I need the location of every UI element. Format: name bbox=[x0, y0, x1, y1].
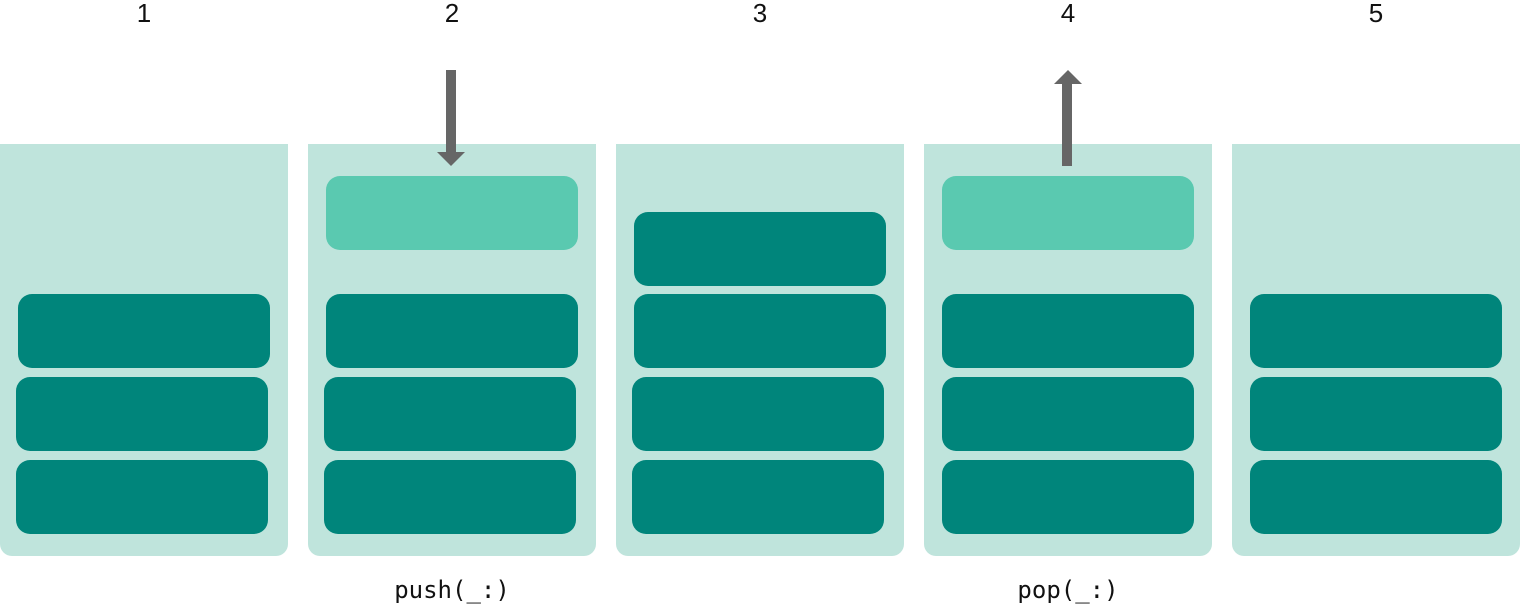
stack-item bbox=[1250, 377, 1502, 451]
stack-item bbox=[634, 212, 886, 286]
stack-item bbox=[634, 294, 886, 368]
step-number-4: 4 bbox=[1060, 0, 1076, 28]
arrow-up-icon bbox=[1054, 70, 1082, 166]
stack-item bbox=[942, 377, 1194, 451]
stack-item bbox=[16, 377, 268, 451]
pop-caption: pop(_:) bbox=[1017, 576, 1119, 604]
popped-item bbox=[942, 176, 1194, 250]
stack-container-5 bbox=[1232, 144, 1520, 556]
stack-container-1 bbox=[0, 144, 288, 556]
stack-item bbox=[632, 460, 884, 534]
stack-item bbox=[16, 460, 268, 534]
stack-container-3 bbox=[616, 144, 904, 556]
stack-container-2 bbox=[308, 144, 596, 556]
step-number-3: 3 bbox=[752, 0, 768, 28]
pushed-item bbox=[326, 176, 578, 250]
push-caption: push(_:) bbox=[394, 576, 510, 604]
stack-item bbox=[632, 377, 884, 451]
stack-item bbox=[324, 377, 576, 451]
stack-item bbox=[1250, 294, 1502, 368]
step-number-2: 2 bbox=[444, 0, 460, 28]
stack-item bbox=[942, 460, 1194, 534]
step-number-1: 1 bbox=[136, 0, 152, 28]
stack-item bbox=[326, 294, 578, 368]
stack-item bbox=[942, 294, 1194, 368]
arrow-down-icon bbox=[437, 70, 465, 166]
step-number-5: 5 bbox=[1368, 0, 1384, 28]
stack-container-4 bbox=[924, 144, 1212, 556]
stack-item bbox=[324, 460, 576, 534]
stack-item bbox=[18, 294, 270, 368]
stack-item bbox=[1250, 460, 1502, 534]
